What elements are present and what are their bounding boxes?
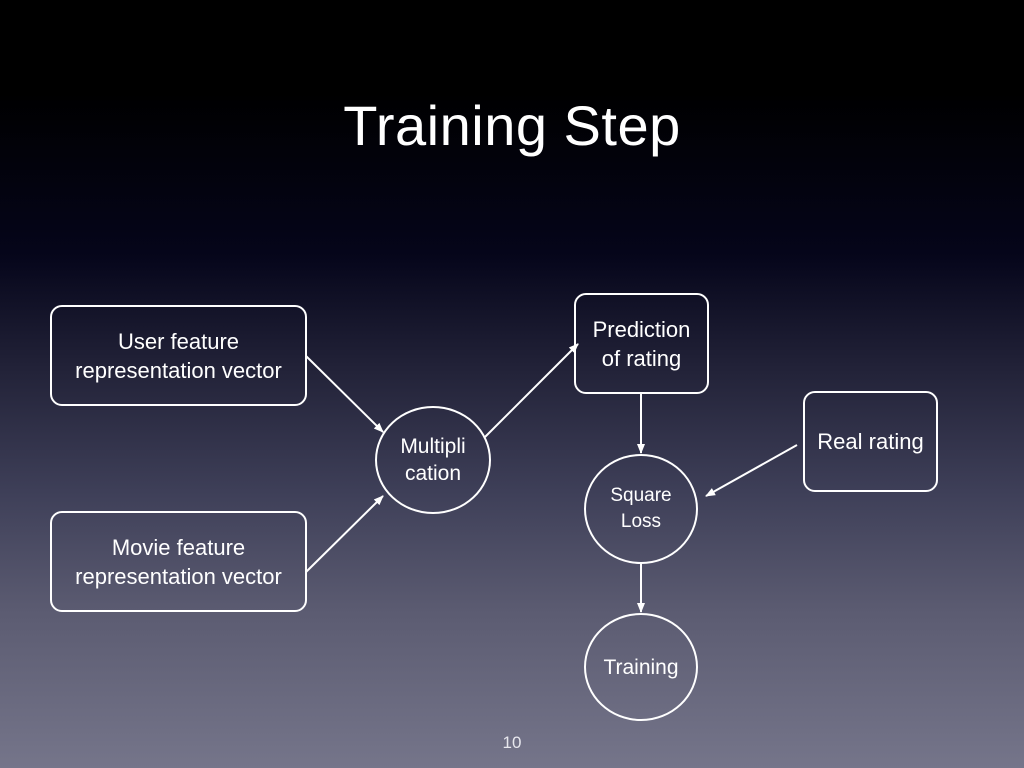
arrow-movie-to-multiplication [305, 495, 384, 573]
square-loss-label: Square Loss [610, 485, 672, 532]
prediction-of-rating-label: Prediction of rating [592, 316, 691, 371]
page-number: 10 [502, 733, 522, 752]
slide-title: Training Step [343, 94, 681, 157]
arrow-multiplication-to-prediction [484, 343, 579, 438]
user-feature-vector-box: User feature representation vector [50, 305, 307, 406]
real-rating-label: Real rating [817, 429, 924, 454]
training-label: Training [603, 655, 679, 679]
square-loss-node: Square Loss [584, 454, 698, 564]
training-node: Training [584, 613, 698, 721]
multiplication-label: Multipli cation [400, 435, 466, 485]
movie-feature-vector-box: Movie feature representation vector [50, 511, 307, 612]
user-feature-vector-label: User feature representation vector [75, 328, 282, 383]
real-rating-box: Real rating [803, 391, 938, 492]
multiplication-node: Multipli cation [375, 406, 491, 514]
arrow-real-rating-to-square-loss [705, 444, 798, 497]
movie-feature-vector-label: Movie feature representation vector [75, 534, 282, 589]
prediction-of-rating-box: Prediction of rating [574, 293, 709, 394]
arrow-user-to-multiplication [305, 355, 384, 433]
